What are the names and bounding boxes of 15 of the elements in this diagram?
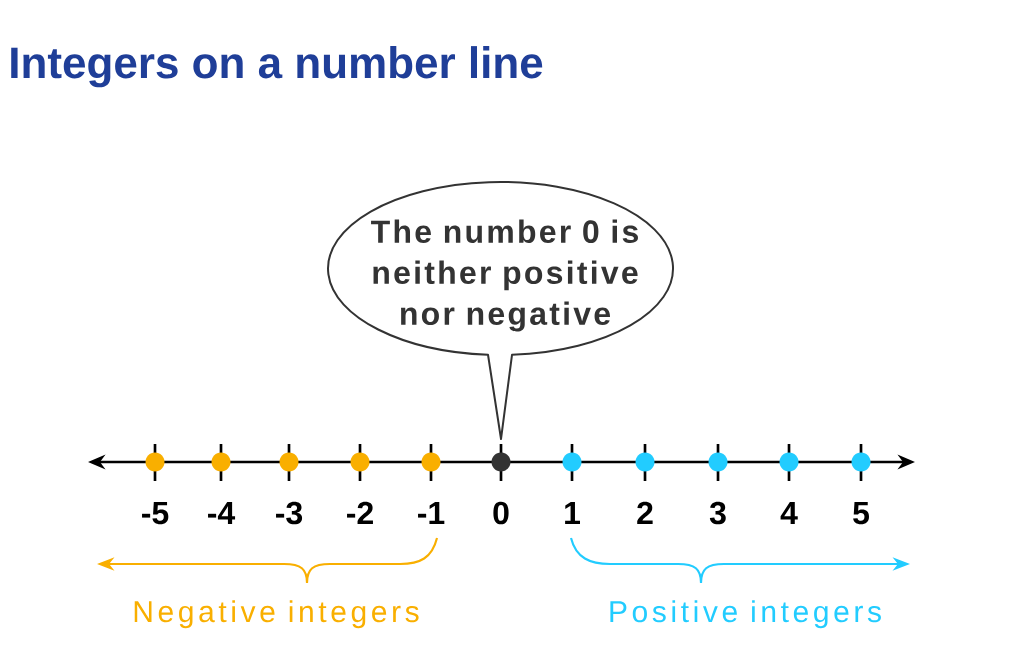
number-label: 4 (780, 502, 798, 524)
number-label: 1 (565, 502, 580, 524)
number-label: -2 (347, 501, 373, 524)
bracket-label: Positive integers (610, 600, 881, 629)
number-label: 3 (709, 501, 726, 525)
number-label: -1 (418, 502, 445, 524)
speech-bubble: The number 0 is neither positive nor negative (327, 181, 674, 440)
number-label: 5 (853, 502, 869, 525)
number-label: -3 (276, 501, 303, 525)
bracket-label: Negative integers (134, 600, 419, 629)
number-label: -5 (142, 502, 169, 525)
number-label: 0 (493, 501, 509, 525)
number-label: 2 (637, 501, 653, 524)
number-label: -4 (208, 502, 236, 524)
title: Integers on a number line (11, 46, 543, 88)
